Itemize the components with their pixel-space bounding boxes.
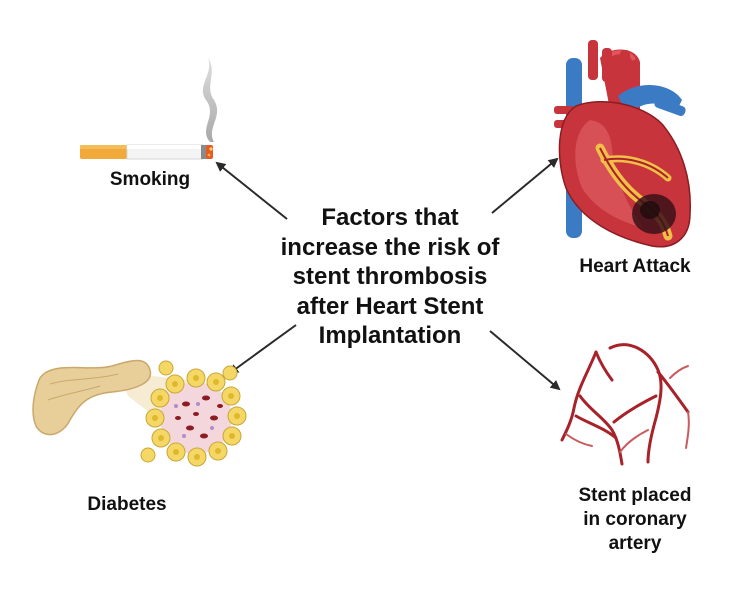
stent-label: Stent placed in coronary artery bbox=[555, 484, 715, 556]
heart-attack-label: Heart Attack bbox=[579, 256, 691, 277]
central-title: Factors that increase the risk of stent … bbox=[260, 203, 520, 351]
cigarette-ash bbox=[201, 145, 207, 159]
stent-label-line: artery bbox=[608, 533, 662, 554]
heart-icon bbox=[554, 40, 691, 248]
central-title-line: after Heart Stent bbox=[296, 292, 484, 320]
diabetes-label: Diabetes bbox=[87, 494, 167, 515]
pancreas-organ bbox=[32, 359, 152, 436]
coronary-artery-icon bbox=[560, 343, 690, 466]
arrow-to-stent bbox=[489, 330, 561, 391]
central-title-line: increase the risk of bbox=[280, 233, 500, 261]
stent-label-line: in coronary bbox=[583, 509, 687, 530]
central-title-line: Implantation bbox=[318, 322, 462, 349]
cigarette-icon bbox=[80, 58, 218, 160]
stent-label-line: Stent placed bbox=[578, 485, 692, 506]
smoking-label: Smoking bbox=[109, 169, 191, 190]
pancreas-icon bbox=[32, 359, 247, 467]
smoke-plume bbox=[202, 58, 218, 142]
arrow-to-heart-attack bbox=[491, 157, 559, 214]
central-title-line: stent thrombosis bbox=[292, 263, 488, 290]
central-title-line: Factors that bbox=[321, 204, 459, 231]
arrow-to-diabetes bbox=[228, 324, 297, 375]
arrow-to-smoking bbox=[215, 161, 288, 220]
cigarette-ember bbox=[206, 145, 213, 159]
islet-core bbox=[160, 382, 232, 454]
